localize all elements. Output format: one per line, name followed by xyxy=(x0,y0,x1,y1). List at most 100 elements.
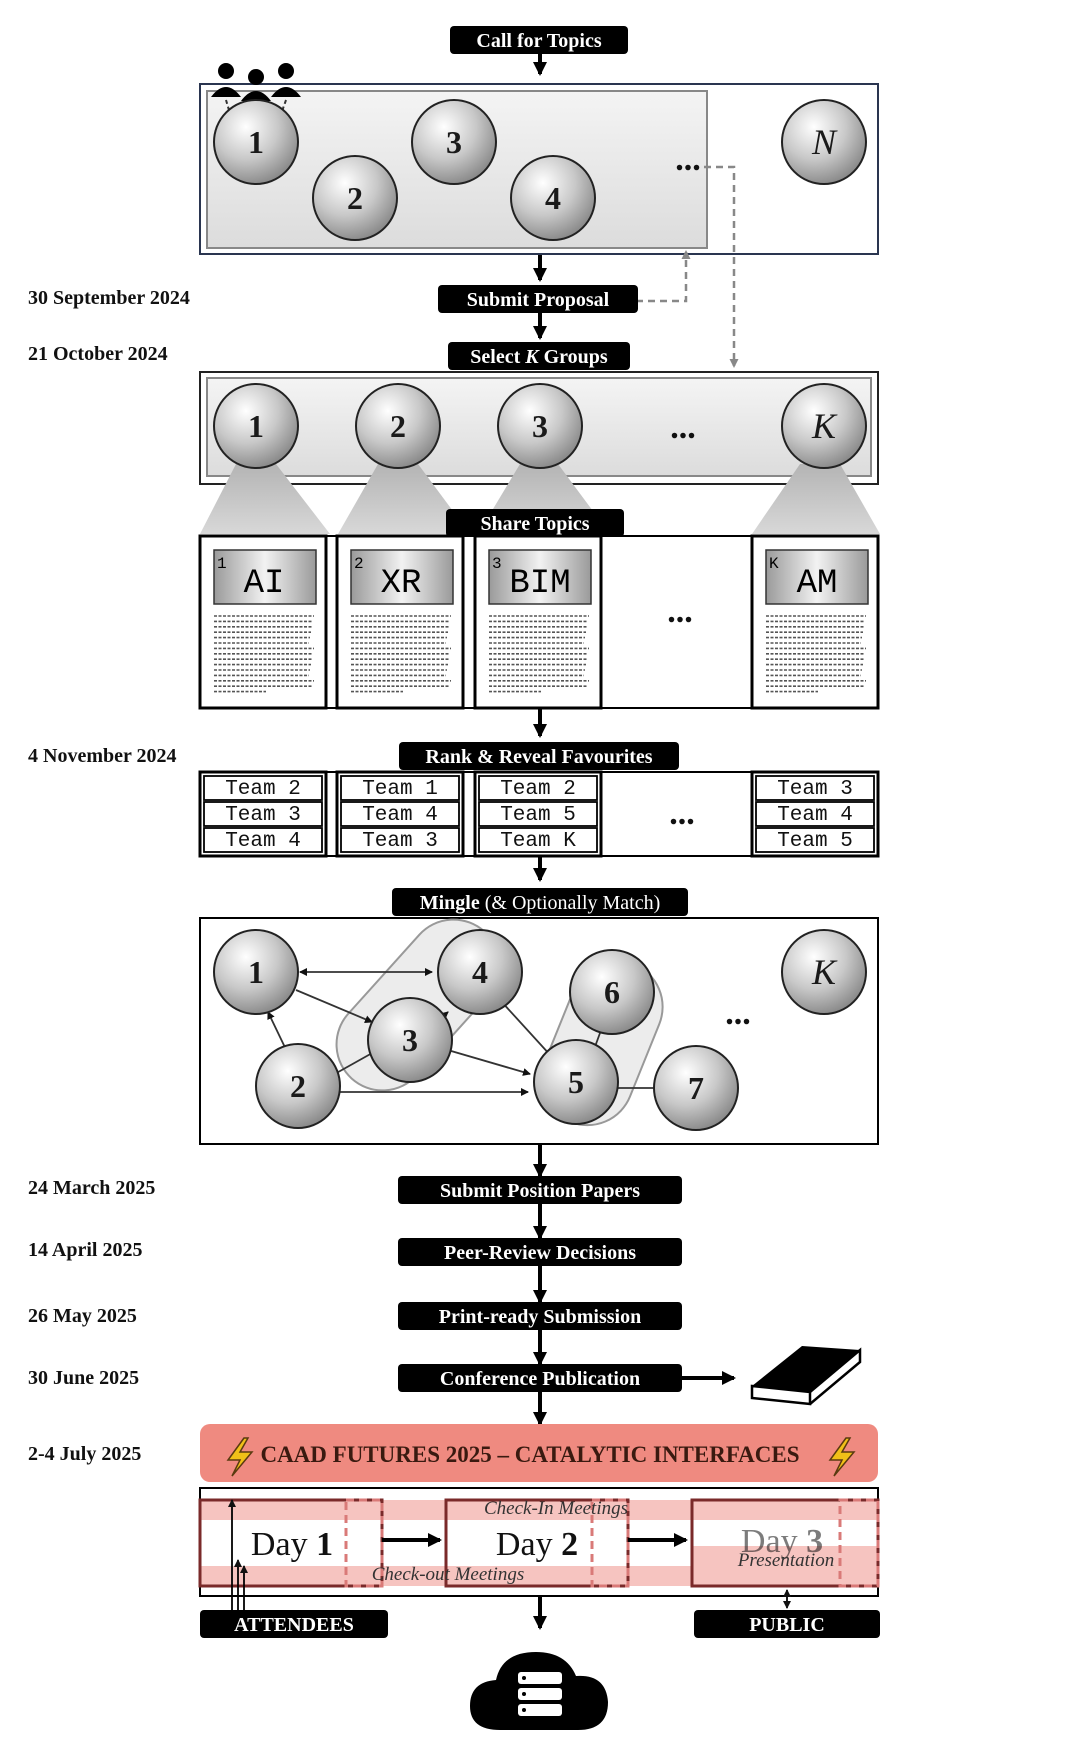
ranking-cell xyxy=(755,801,875,827)
svg-text:1: 1 xyxy=(248,408,264,444)
checkout-note: Check-out Meetings xyxy=(372,1564,524,1585)
proposal-1: 1 xyxy=(213,99,299,185)
ranking-team: Team K xyxy=(500,830,576,853)
date-select-groups: 21 October 2024 xyxy=(28,343,168,365)
svg-text:Share Topics: Share Topics xyxy=(480,513,589,535)
ranking-cell xyxy=(755,827,875,853)
svg-text:N: N xyxy=(811,122,838,162)
ranking-team: Team 3 xyxy=(362,830,438,853)
svg-text:Peer-Review Decisions: Peer-Review Decisions xyxy=(444,1242,636,1264)
topic-body-text xyxy=(214,615,866,693)
ranking-team: Team 5 xyxy=(500,804,576,827)
svg-text:2: 2 xyxy=(354,555,364,573)
proposal-4: 4 xyxy=(510,155,596,241)
share-topics-label: Share Topics xyxy=(446,509,624,537)
svg-text:3: 3 xyxy=(446,124,462,160)
ranking-team: Team 4 xyxy=(362,804,438,827)
svg-text:1: 1 xyxy=(248,124,264,160)
cloud-storage-icon xyxy=(470,1652,608,1730)
ranking-cell xyxy=(478,775,598,801)
network-node-2: 2 xyxy=(255,1043,341,1129)
network-node-4: 4 xyxy=(437,929,523,1015)
svg-text:Day 1: Day 1 xyxy=(251,1526,333,1563)
svg-text:Day 2: Day 2 xyxy=(496,1526,578,1563)
mingle-label: Mingle (& Optionally Match) xyxy=(392,888,688,916)
svg-text:7: 7 xyxy=(688,1070,704,1106)
submit-proposal-label: Submit Proposal xyxy=(438,285,638,313)
topics-ellipsis: ... xyxy=(667,593,693,630)
svg-text:4: 4 xyxy=(545,180,561,216)
ranking-cell xyxy=(203,801,323,827)
print-ready-label: Print-ready Submission xyxy=(398,1302,682,1330)
ranking-team: Team 5 xyxy=(777,830,853,853)
date-position-papers: 24 March 2025 xyxy=(28,1177,155,1199)
svg-text:K: K xyxy=(811,406,838,446)
group-K: K xyxy=(781,383,867,469)
svg-text:1: 1 xyxy=(217,555,227,573)
svg-text:AM: AM xyxy=(797,565,838,603)
rankings-ellipsis: ... xyxy=(669,795,695,832)
rankings-table: Team 2 Team 3 Team 4 Team 1 Team 4 Team 3 Team… xyxy=(198,770,880,858)
date-print-ready: 26 May 2025 xyxy=(28,1305,137,1327)
group-1: 1 xyxy=(213,383,299,469)
svg-text:PUBLIC: PUBLIC xyxy=(749,1614,825,1636)
ranking-team: Team 3 xyxy=(777,778,853,801)
ranking-cell xyxy=(755,775,875,801)
ranking-cell xyxy=(478,827,598,853)
presentation-note: Presentation xyxy=(737,1550,834,1571)
network-ellipsis: ... xyxy=(725,995,751,1032)
network-node-6: 6 xyxy=(569,949,655,1035)
ranking-cell xyxy=(340,775,460,801)
svg-text:2: 2 xyxy=(290,1068,306,1104)
ranking-cell xyxy=(478,801,598,827)
topic-doc-3: 3 BIM xyxy=(473,534,603,710)
checkin-note: Check-In Meetings xyxy=(484,1498,628,1519)
svg-text:Submit Proposal: Submit Proposal xyxy=(467,289,610,311)
ranking-team: Team 2 xyxy=(500,778,576,801)
svg-text:Rank & Reveal Favourites: Rank & Reveal Favourites xyxy=(425,746,652,768)
network-node-5: 5 xyxy=(533,1039,619,1125)
svg-text:6: 6 xyxy=(604,974,620,1010)
svg-text:Submit Position Papers: Submit Position Papers xyxy=(440,1180,640,1202)
svg-text:Print-ready Submission: Print-ready Submission xyxy=(439,1306,641,1328)
network-node-7: 7 xyxy=(653,1045,739,1131)
svg-text:XR: XR xyxy=(381,565,422,603)
svg-text:Select K Groups: Select K Groups xyxy=(470,346,608,368)
svg-text:4: 4 xyxy=(472,954,488,990)
public-label: PUBLIC xyxy=(694,1610,880,1638)
select-groups-label: Select K Groups xyxy=(448,342,630,370)
svg-text:ATTENDEES: ATTENDEES xyxy=(234,1614,354,1636)
date-publication: 30 June 2025 xyxy=(28,1367,139,1389)
svg-text:Call for Topics: Call for Topics xyxy=(476,30,601,52)
svg-text:Day 3: Day 3 xyxy=(741,1523,823,1560)
ranking-team: Team 1 xyxy=(362,778,438,801)
lightning-icon-right xyxy=(828,1437,856,1477)
ranking-team: Team 4 xyxy=(777,804,853,827)
svg-text:K: K xyxy=(769,555,779,573)
svg-text:3: 3 xyxy=(402,1022,418,1058)
proposal-3: 3 xyxy=(411,99,497,185)
feedback-dashed-arrows xyxy=(636,165,739,368)
peer-review-label: Peer-Review Decisions xyxy=(398,1238,682,1266)
date-rank-reveal: 4 November 2024 xyxy=(28,745,177,767)
day-1: Day 1 xyxy=(198,1498,384,1588)
svg-text:AI: AI xyxy=(244,565,285,603)
ranking-cell xyxy=(203,775,323,801)
day-3: Day 3 xyxy=(690,1498,880,1588)
book-icon xyxy=(750,1346,862,1406)
svg-text:1: 1 xyxy=(248,954,264,990)
svg-text:5: 5 xyxy=(568,1064,584,1100)
publication-label: Conference Publication xyxy=(398,1364,682,1392)
days-frame xyxy=(199,1487,879,1597)
attendee-arrows xyxy=(228,1499,248,1610)
svg-text:BIM: BIM xyxy=(509,565,570,603)
svg-text:2: 2 xyxy=(390,408,406,444)
network-node-K: K xyxy=(781,929,867,1015)
rank-reveal-label: Rank & Reveal Favourites xyxy=(399,742,679,770)
groups-ellipsis: ... xyxy=(670,409,696,446)
svg-text:2: 2 xyxy=(347,180,363,216)
ranking-team: Team 2 xyxy=(225,778,301,801)
conference-banner: CAAD FUTURES 2025 – CATALYTIC INTERFACES xyxy=(200,1424,878,1482)
day-2: Day 2 xyxy=(444,1498,630,1588)
